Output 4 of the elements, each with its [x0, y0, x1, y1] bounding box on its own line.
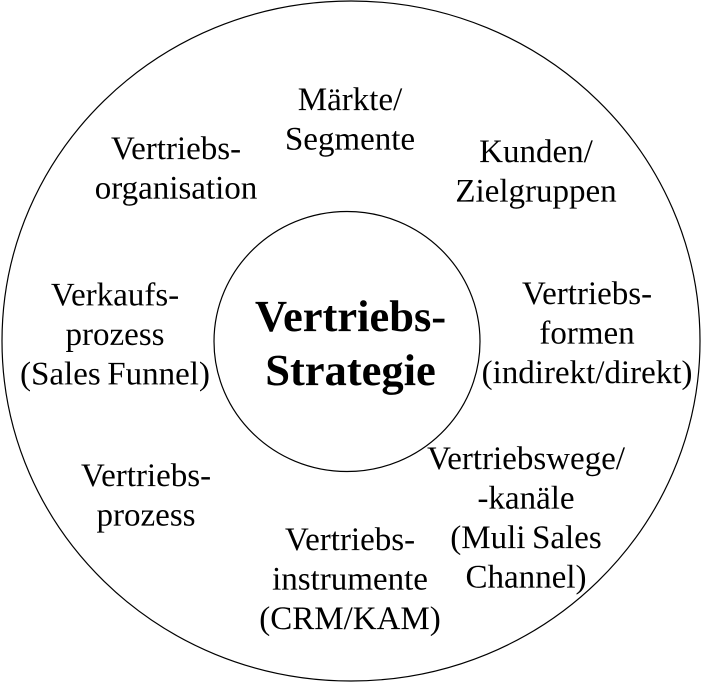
label: Vertriebs- organisation: [96, 136, 257, 206]
label: Vertriebs- prozess: [81, 463, 210, 533]
label: Märkte/ Segmente: [287, 87, 414, 157]
label: Kunden/ Zielgruppen: [456, 139, 616, 209]
